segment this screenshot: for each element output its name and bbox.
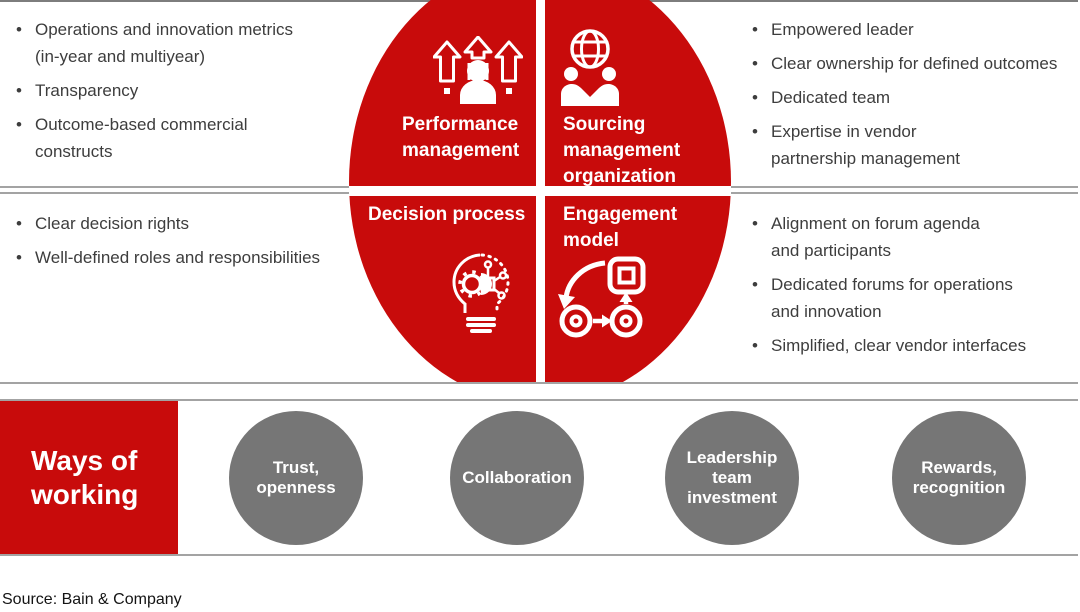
- sourcing-organization-bullets: • Empowered leader • Clear ownership for d…: [752, 16, 1078, 179]
- globe-handshake-icon: [561, 29, 619, 106]
- bullet-text: Alignment on forum agenda and participan…: [771, 214, 980, 260]
- bullet-item: • Alignment on forum agenda and participa…: [752, 210, 1080, 264]
- bullet-marker: •: [16, 81, 22, 100]
- bullet-marker: •: [752, 336, 758, 355]
- ways-of-working-circle: Trust, openness: [229, 411, 363, 545]
- bullet-item: • Dedicated team: [752, 84, 1078, 111]
- bullet-text: Dedicated team: [771, 88, 891, 107]
- bullet-text: Outcome-based commercial constructs: [35, 115, 248, 161]
- bullet-marker: •: [752, 214, 758, 233]
- performance-management-bullets: • Operations and innovation metrics (in-y…: [16, 16, 361, 172]
- operating-model-circle: Performance management Sourcing manageme…: [349, 0, 731, 382]
- bullet-marker: •: [752, 88, 758, 107]
- bullet-marker: •: [752, 54, 758, 73]
- quadrant-label-decision: Decision process: [368, 204, 526, 225]
- quadrant-divider-horizontal: [349, 186, 731, 196]
- bullet-text: Well-defined roles and responsibilities: [35, 248, 321, 267]
- process-flow-icon: [558, 256, 646, 338]
- quadrant-label-performance: Performance management: [402, 114, 520, 161]
- idea-gear-bulb-icon: [452, 253, 510, 333]
- bullet-item: • Transparency: [16, 77, 361, 104]
- bullet-item: • Simplified, clear vendor interfaces: [752, 332, 1080, 359]
- bullet-item: • Dedicated forums for operations and inn…: [752, 271, 1080, 325]
- ways-of-working-block: Ways of working: [0, 401, 178, 554]
- circle-label: Rewards, recognition: [912, 458, 1006, 497]
- bullet-text: Operations and innovation metrics (in-ye…: [35, 20, 293, 66]
- bullet-text: Clear decision rights: [35, 214, 190, 233]
- decision-process-bullets: • Clear decision rights • Well-defined rol…: [16, 210, 361, 278]
- bullet-item: • Clear ownership for defined outcomes: [752, 50, 1078, 77]
- quadrant-label-sourcing: Sourcing management organization: [563, 114, 681, 187]
- bullet-marker: •: [16, 20, 22, 39]
- bullet-item: • Expertise in vendor partnership managem…: [752, 118, 1078, 172]
- bullet-text: Dedicated forums for operations and inno…: [771, 275, 1013, 321]
- bullet-item: • Outcome-based commercial constructs: [16, 111, 361, 165]
- bullet-text: Empowered leader: [771, 20, 914, 39]
- bullet-item: • Empowered leader: [752, 16, 1078, 43]
- growth-arrows-person-icon: [433, 36, 523, 104]
- circle-label: Collaboration: [462, 468, 572, 487]
- ways-of-working-label: Ways of working: [31, 444, 139, 510]
- bullet-marker: •: [752, 20, 758, 39]
- band-top-border: [0, 399, 1078, 401]
- quadrant-label-engagement: Engagement model: [563, 204, 678, 251]
- band-bottom-border: [0, 554, 1078, 556]
- bullet-marker: •: [752, 122, 758, 141]
- ways-of-working-circle: Rewards, recognition: [892, 411, 1026, 545]
- bullet-item: • Operations and innovation metrics (in-y…: [16, 16, 361, 70]
- bullet-text: Transparency: [35, 81, 139, 100]
- bullet-text: Expertise in vendor partnership manageme…: [771, 122, 961, 168]
- bullet-marker: •: [752, 275, 758, 294]
- bullet-marker: •: [16, 214, 22, 233]
- ways-of-working-circle: Collaboration: [450, 411, 584, 545]
- circle-label: Trust, openness: [256, 458, 336, 497]
- bottom-section-divider-line: [0, 382, 1078, 384]
- circle-label: Leadership team investment: [686, 448, 778, 507]
- bullet-item: • Well-defined roles and responsibilities: [16, 244, 361, 271]
- source-note: Source: Bain & Company: [2, 591, 182, 608]
- bullet-item: • Clear decision rights: [16, 210, 361, 237]
- engagement-model-bullets: • Alignment on forum agenda and participa…: [752, 210, 1080, 366]
- ways-of-working-circle: Leadership team investment: [665, 411, 799, 545]
- bullet-marker: •: [16, 248, 22, 267]
- bullet-text: Clear ownership for defined outcomes: [771, 54, 1058, 73]
- bullet-marker: •: [16, 115, 22, 134]
- bullet-text: Simplified, clear vendor interfaces: [771, 336, 1027, 355]
